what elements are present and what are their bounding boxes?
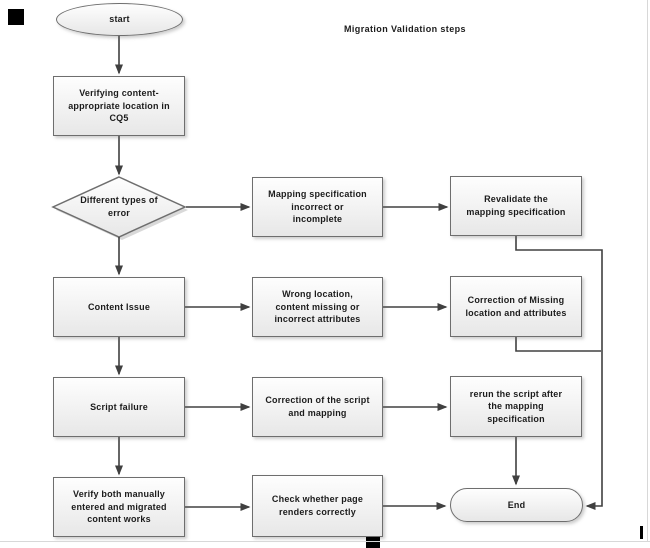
node-verify-both: Verify both manually entered and migrate… [53, 477, 185, 537]
connector-correction-join [515, 337, 601, 352]
bottom-handle-mark [366, 537, 380, 548]
node-check-page: Check whether page renders correctly [252, 475, 383, 537]
text-cursor-mark [640, 526, 643, 539]
node-end: End [450, 488, 583, 522]
page-right-edge-line [647, 0, 648, 541]
node-verify-location: Verifying content- appropriate location … [53, 76, 185, 136]
node-correction-missing: Correction of Missing location and attri… [450, 276, 582, 337]
page-bottom-edge-line [0, 541, 650, 542]
connector-revalidate-to-end [515, 236, 603, 510]
diagram-title: Migration Validation steps [344, 24, 466, 34]
node-rerun-script: rerun the script after the mapping speci… [450, 376, 582, 437]
node-wrong-location: Wrong location, content missing or incor… [252, 277, 383, 337]
top-left-handle-mark [8, 9, 24, 25]
node-script-failure: Script failure [53, 377, 185, 437]
node-content-issue: Content Issue [53, 277, 185, 337]
node-mapping-specification: Mapping specification incorrect or incom… [252, 177, 383, 237]
node-correction-script: Correction of the script and mapping [252, 377, 383, 437]
node-different-types-of-error: Different types of error [80, 195, 158, 218]
node-start: start [56, 3, 183, 36]
node-revalidate-mapping: Revalidate the mapping specification [450, 176, 582, 236]
